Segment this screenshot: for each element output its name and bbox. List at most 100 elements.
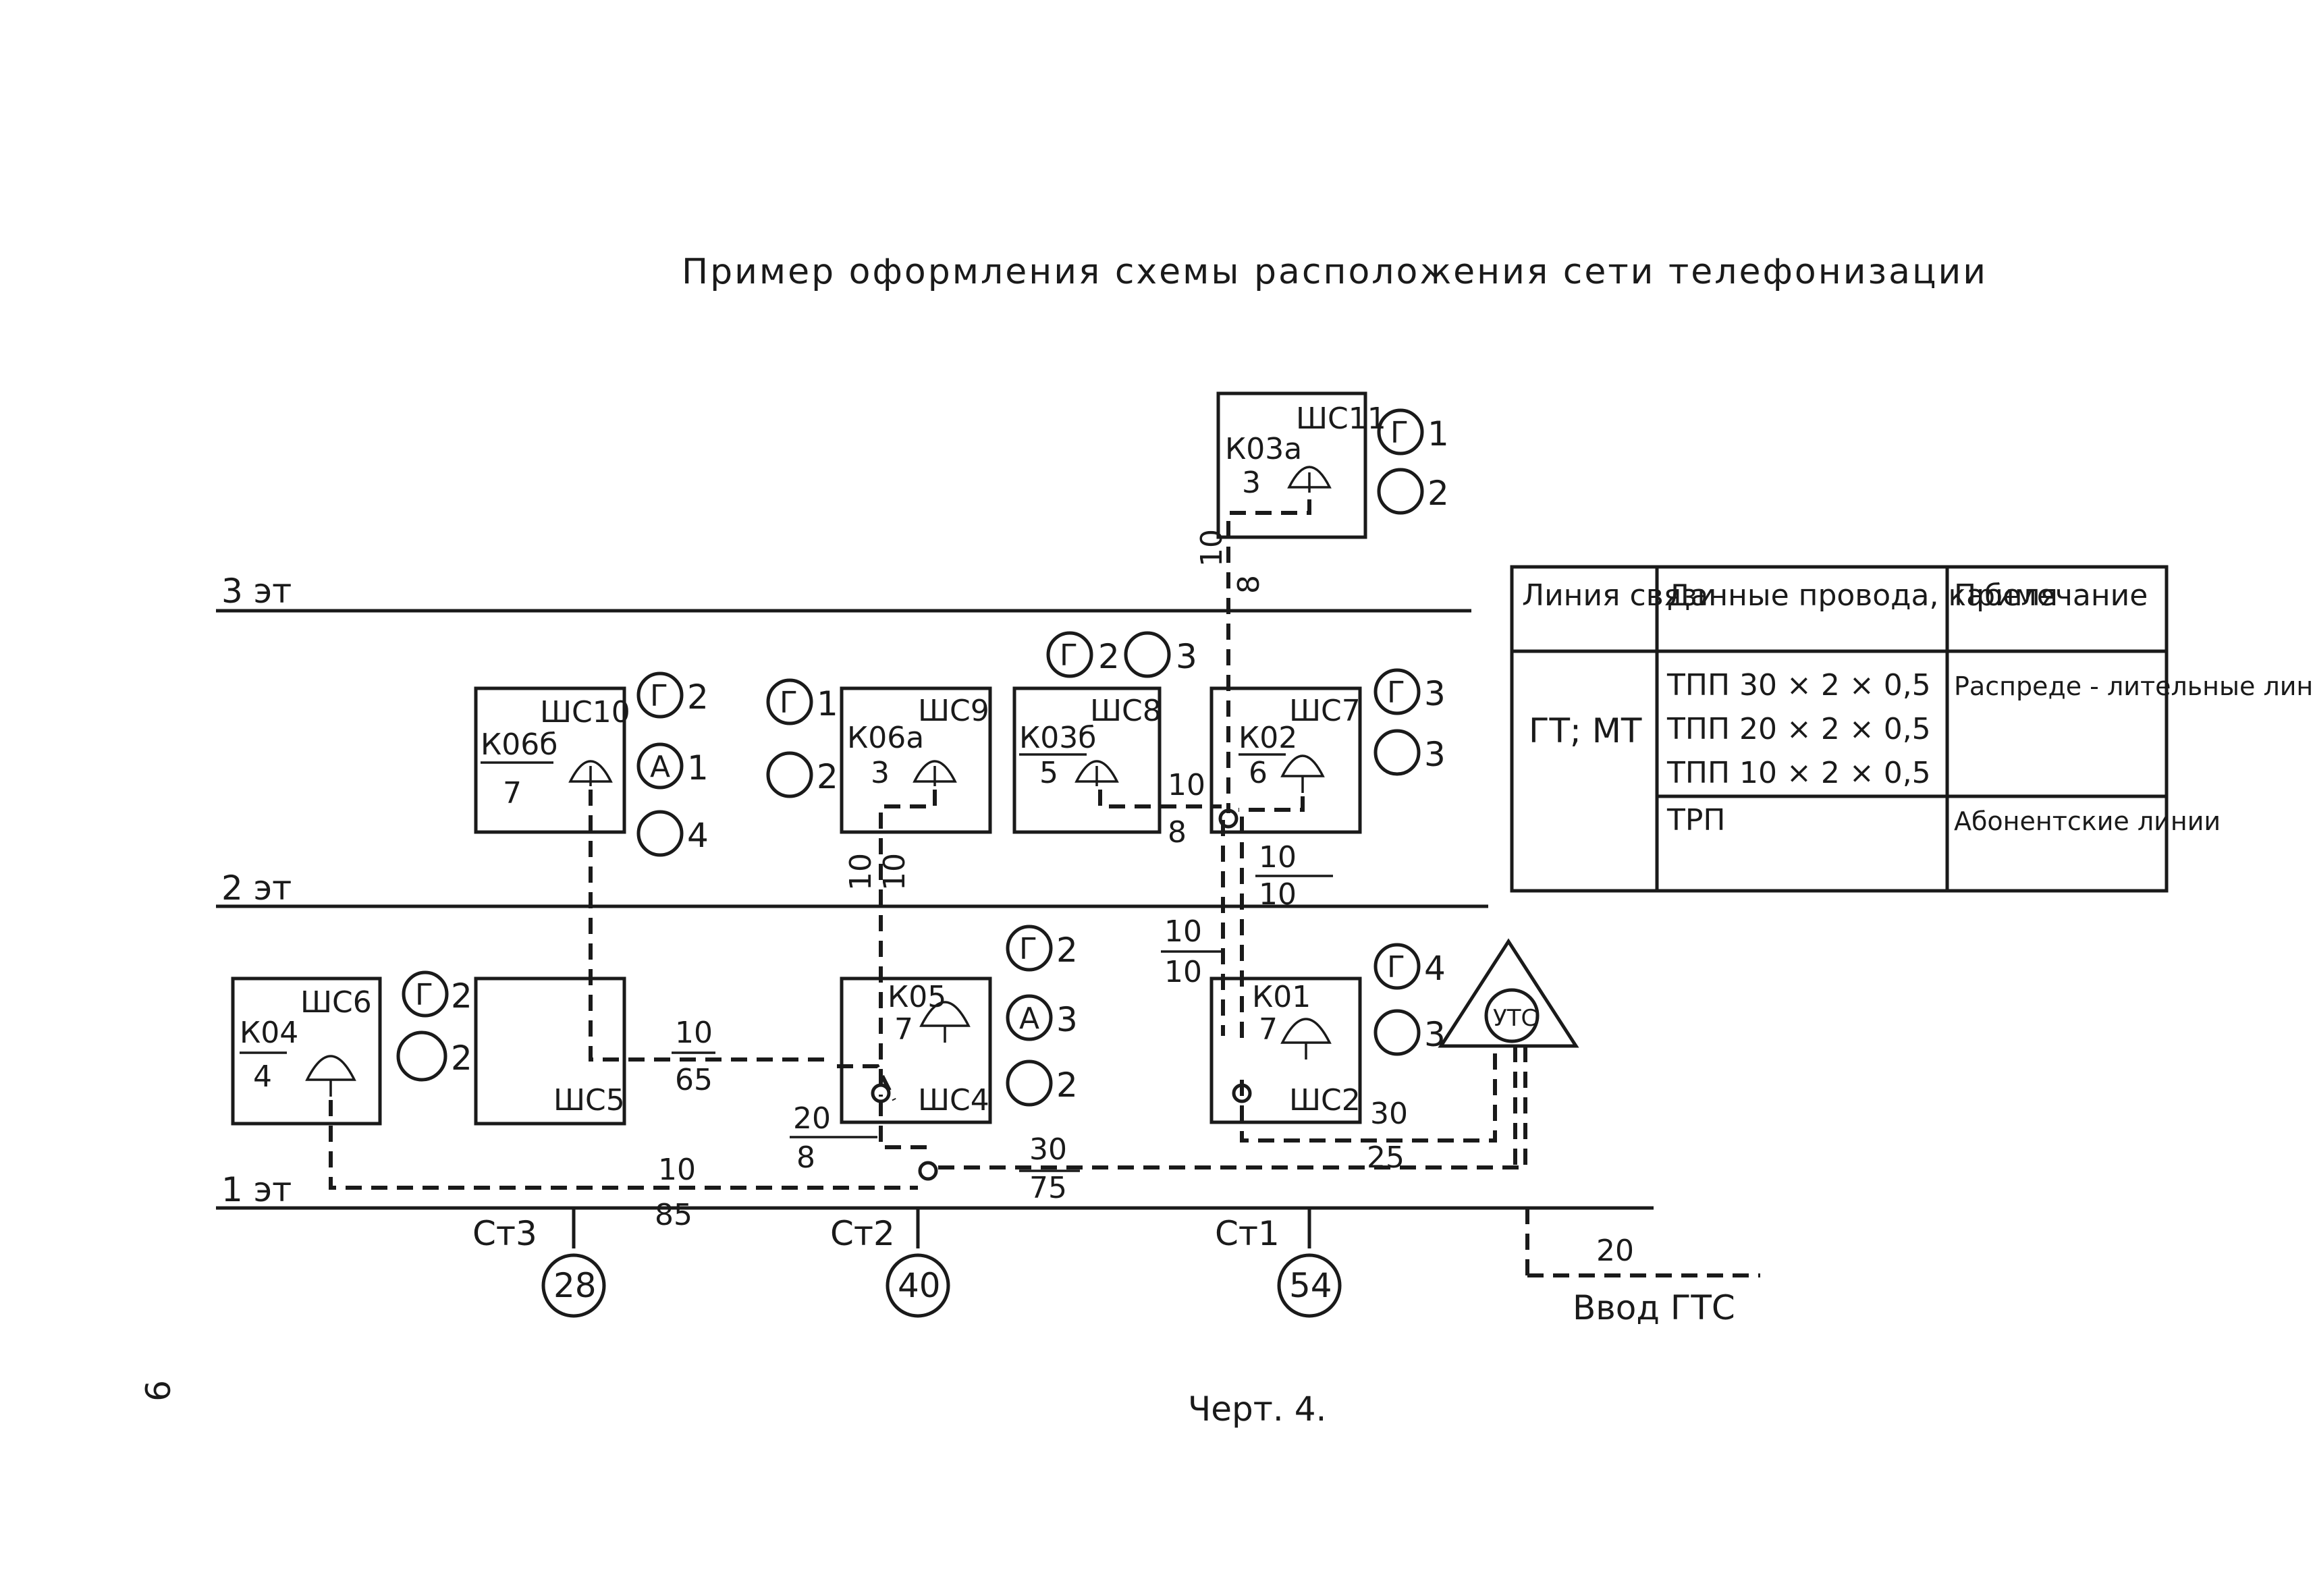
cabinet-shs7-box: К02 xyxy=(1239,721,1297,755)
label-shs9-down-b: 10 xyxy=(877,853,912,891)
legend-cable-2: ТПП 20 × 2 × 0,5 xyxy=(1666,712,1931,746)
cabinet-shs9: ШС9 К06а 3 Г 1 2 xyxy=(766,678,992,834)
cable-shs6-down xyxy=(329,1100,918,1190)
junction-box-icon xyxy=(1074,760,1119,786)
riser-st3-label: Ст3 xyxy=(472,1214,537,1253)
riser-st2-count: 40 xyxy=(898,1266,941,1305)
outlet-g-icon xyxy=(1046,631,1093,678)
drawing-caption: Черт. 4. xyxy=(1188,1389,1326,1429)
cable-main-trunk xyxy=(938,1046,1527,1170)
legend-header-line: Линия связи xyxy=(1522,578,1716,613)
outlet-a-icon xyxy=(1006,994,1053,1041)
junction-box-icon xyxy=(1287,466,1332,493)
cabinet-shs5-name: ШС5 xyxy=(553,1083,625,1118)
label-shs5-shs4-bot: 65 xyxy=(675,1063,713,1097)
cabinet-shs6-box: К04 xyxy=(240,1016,298,1050)
cabinet-shs7-name: ШС7 xyxy=(1289,694,1361,728)
label-main-a-top: 10 xyxy=(658,1153,696,1187)
cabinet-shs4-marker-a: А xyxy=(1019,1001,1039,1036)
cabinet-shs9-count: 3 xyxy=(871,756,890,790)
cabinet-shs11-marker-g: Г xyxy=(1390,416,1409,450)
cabinet-shs6: ШС6 К04 4 Г 2 2 xyxy=(231,970,472,1126)
page-number: 9 xyxy=(137,1380,176,1402)
cable-routes xyxy=(329,499,1760,1277)
cabinet-shs8-name: ШС8 xyxy=(1090,694,1162,728)
cabinet-shs8-marker-plain-qty: 3 xyxy=(1176,637,1197,676)
utc-label: УТС xyxy=(1493,1005,1537,1032)
legend-note-1: Распреде - лительные линии xyxy=(1954,671,2313,701)
floor-lines: 3 эт 2 эт 1 эт xyxy=(216,572,1654,1210)
telephone-icon xyxy=(305,1055,356,1097)
cabinet-shs5: ШС5 xyxy=(474,976,626,1126)
cable-shs8-to-riser xyxy=(1098,790,1222,808)
gts-entry-label: Ввод ГТС xyxy=(1573,1288,1735,1327)
label-riser-left-a: 10 xyxy=(1164,914,1202,949)
cabinet-shs7-frame xyxy=(1209,686,1362,834)
outlet-plain-icon xyxy=(636,810,684,857)
legend-cable-3: ТПП 10 × 2 × 0,5 xyxy=(1666,756,1931,790)
outlet-plain-icon xyxy=(1373,1009,1421,1056)
cabinet-shs11-box: К03а xyxy=(1225,432,1302,466)
cabinet-shs10-frame xyxy=(474,686,626,834)
cable-shs2-out xyxy=(1240,1046,1497,1143)
cabinet-shs4-name: ШС4 xyxy=(918,1083,989,1118)
cabinet-shs6-marker-plain-qty: 2 xyxy=(451,1039,472,1078)
cabinet-shs7: ШС7 К02 6 Г 3 3 xyxy=(1209,668,1446,834)
junction-box-icon xyxy=(568,760,613,786)
label-shs4-in-top: 20 xyxy=(793,1101,831,1136)
riser-st3-count: 28 xyxy=(553,1266,597,1305)
cable-shs11-riser xyxy=(1226,499,1311,813)
outlet-g-icon xyxy=(402,970,449,1018)
riser-st1-label: Ст1 xyxy=(1215,1214,1280,1253)
legend-header-data: Данные провода, кабеля xyxy=(1667,578,2058,613)
legend-line-type: ГТ; МТ xyxy=(1529,711,1642,750)
outlet-plain-icon xyxy=(1377,468,1424,515)
outlet-g-icon xyxy=(1377,408,1424,456)
cabinet-shs4-count: 7 xyxy=(894,1012,913,1047)
riser-st1-count: 54 xyxy=(1289,1266,1332,1305)
label-riser-left-b: 10 xyxy=(1164,955,1202,989)
junction-node-icon xyxy=(871,1083,891,1103)
outlet-g-icon xyxy=(1006,925,1053,972)
cabinet-shs4-frame xyxy=(840,976,992,1124)
cable-shs4-out xyxy=(879,1100,931,1149)
cabinet-shs2-box: К01 xyxy=(1252,980,1311,1014)
legend-table-frame xyxy=(1510,565,2169,893)
telephone-icon xyxy=(1280,754,1325,793)
cabinet-shs7-count: 6 xyxy=(1249,756,1268,790)
label-main-b-bot: 75 xyxy=(1029,1171,1067,1205)
outlet-g-icon xyxy=(1373,668,1421,715)
junction-node-icon xyxy=(1232,1083,1252,1103)
outlet-a-icon xyxy=(636,742,684,790)
cabinet-shs8-marker-g-qty: 2 xyxy=(1098,637,1120,676)
label-shs2-out-top: 30 xyxy=(1370,1097,1408,1131)
cable-shs9-riser xyxy=(879,790,937,1097)
riser-st2-ring xyxy=(886,1253,950,1318)
cabinet-shs9-name: ШС9 xyxy=(918,694,989,728)
cabinet-shs5-frame xyxy=(474,976,626,1126)
cabinet-shs2-frame xyxy=(1209,976,1362,1124)
label-main-b-top: 30 xyxy=(1029,1132,1067,1167)
label-shs4-in-bot: 8 xyxy=(796,1140,815,1175)
cabinet-shs9-frame xyxy=(840,686,992,834)
label-shs9-down-a: 10 xyxy=(844,853,878,891)
cable-shs7-local xyxy=(1239,796,1305,812)
cabinet-shs2-marker-plain-qty: 3 xyxy=(1424,1015,1446,1054)
cabinet-shs7-marker-plain-qty: 3 xyxy=(1424,735,1446,774)
cabinet-shs2-marker-g-qty: 4 xyxy=(1424,949,1446,988)
cabinet-shs8-frame xyxy=(1012,686,1162,834)
label-shs8-out-bot: 8 xyxy=(1168,815,1187,850)
cabinet-shs2-marker-g: Г xyxy=(1387,950,1405,985)
cabinet-shs7-marker-g-qty: 3 xyxy=(1424,674,1446,713)
cabinet-shs6-marker-g-qty: 2 xyxy=(451,976,472,1016)
cabinet-shs4-marker-a-qty: 3 xyxy=(1056,1000,1078,1039)
floor-1-label: 1 эт xyxy=(221,1170,292,1209)
cabinet-shs9-box: К06а xyxy=(847,721,924,755)
risers: Ст3 28 Ст2 40 Ст1 54 xyxy=(472,1208,1342,1318)
cabinet-shs11: ШС11 К03а 3 Г 1 2 xyxy=(1216,391,1449,539)
cabinet-shs8-box: К03б xyxy=(1019,721,1096,755)
cabinet-shs10-marker-g-qty: 2 xyxy=(687,678,709,717)
cable-labels: 10 8 10 8 10 10 10 10 10 10 10 65 20 8 1… xyxy=(655,529,1634,1268)
cabinet-shs7-marker-g: Г xyxy=(1387,676,1405,710)
